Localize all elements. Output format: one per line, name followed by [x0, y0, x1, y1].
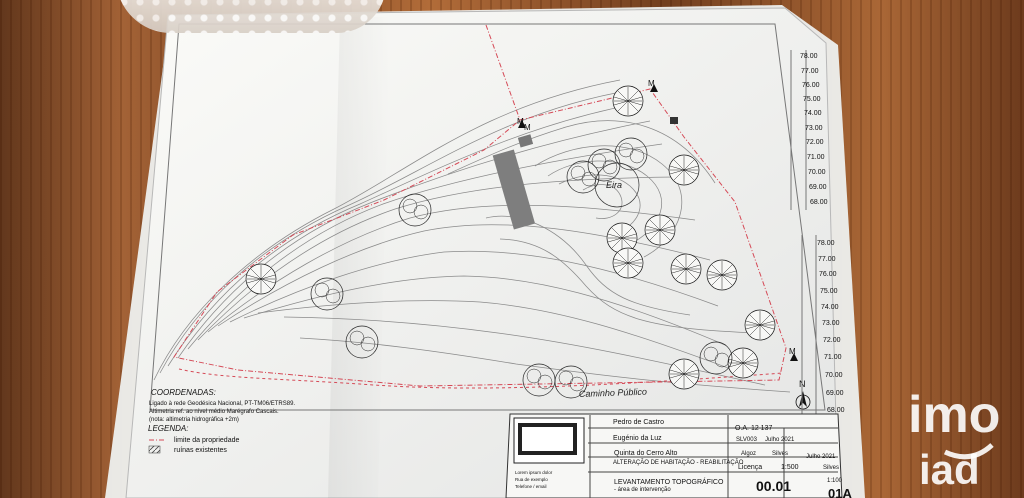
svg-text:COORDENADAS:: COORDENADAS:	[151, 388, 216, 397]
svg-text:- área de intervenção: - área de intervenção	[614, 487, 671, 493]
svg-text:LEGENDA:: LEGENDA:	[148, 424, 188, 433]
svg-text:Silves: Silves	[823, 465, 839, 471]
svg-text:68.00: 68.00	[827, 407, 845, 414]
svg-text:Quinta do Cerro Alto: Quinta do Cerro Alto	[614, 450, 678, 457]
svg-text:Licença: Licença	[738, 464, 762, 471]
marker-label: M	[524, 123, 531, 132]
paper-fold	[328, 17, 390, 498]
property-boundary	[173, 24, 787, 389]
svg-text:78.00: 78.00	[800, 53, 818, 60]
drawing-labels: Eira Caminho Público	[579, 180, 647, 399]
svg-text:76.00: 76.00	[819, 271, 837, 278]
title-block: Lorem ipsum dolor Rua de exemplo Telefon…	[505, 413, 852, 498]
svg-text:73.00: 73.00	[805, 125, 823, 132]
svg-text:LEVANTAMENTO TOPOGRÁFICO: LEVANTAMENTO TOPOGRÁFICO	[614, 477, 724, 486]
svg-text:70.00: 70.00	[825, 372, 843, 379]
svg-text:01A: 01A	[828, 486, 852, 498]
marker-label: M	[648, 79, 655, 88]
svg-text:73.00: 73.00	[822, 320, 840, 327]
drawing-frame	[149, 23, 826, 411]
lace-doily	[116, 0, 386, 33]
survey-markers: M M M M	[517, 79, 798, 361]
watermark-logo: imo iad	[908, 378, 1008, 493]
existing-ruins	[492, 117, 678, 230]
svg-text:O.A. 12 137: O.A. 12 137	[735, 425, 772, 432]
svg-text:1:500: 1:500	[781, 464, 799, 471]
svg-text:Eugénio da Luz: Eugénio da Luz	[613, 435, 662, 442]
svg-text:71.00: 71.00	[824, 354, 842, 361]
svg-text:74.00: 74.00	[804, 110, 822, 117]
svg-text:Silves: Silves	[772, 451, 788, 457]
right-elevation-scales: 78.00 77.00 76.00 75.00 74.00 73.00 72.0…	[790, 50, 845, 415]
svg-text:71.00: 71.00	[807, 154, 825, 161]
svg-text:68.00: 68.00	[810, 199, 828, 206]
svg-text:72.00: 72.00	[823, 337, 841, 344]
eira-label: Eira	[606, 180, 622, 190]
svg-text:Pedro de Castro: Pedro de Castro	[613, 419, 664, 426]
svg-text:76.00: 76.00	[802, 82, 820, 89]
svg-text:75.00: 75.00	[803, 96, 821, 103]
svg-text:78.00: 78.00	[817, 240, 835, 247]
svg-text:Julho 2021: Julho 2021	[765, 437, 795, 443]
svg-text:Altimetria ref. ao nível médio: Altimetria ref. ao nível médio Marégrafo…	[149, 409, 279, 415]
svg-text:70.00: 70.00	[808, 169, 826, 176]
svg-text:69.00: 69.00	[809, 184, 827, 191]
svg-text:SLV003: SLV003	[736, 437, 758, 443]
svg-text:1:100: 1:100	[827, 478, 843, 484]
coordinates-note: COORDENADAS: Ligado à rede Geodésica Nac…	[149, 388, 295, 423]
trees-and-vegetation	[245, 85, 776, 399]
contour-lines	[153, 79, 791, 393]
svg-text:75.00: 75.00	[820, 288, 838, 295]
svg-text:Lorem ipsum dolor: Lorem ipsum dolor	[515, 470, 553, 475]
marker-label: M	[789, 347, 796, 356]
svg-text:imo: imo	[908, 386, 1000, 444]
svg-text:74.00: 74.00	[821, 304, 839, 311]
svg-text:00.01: 00.01	[756, 478, 791, 494]
svg-text:Rua de exemplo: Rua de exemplo	[515, 477, 548, 482]
svg-text:Ligado à rede Geodésica Nacion: Ligado à rede Geodésica Nacional, PT-TM0…	[149, 401, 295, 407]
svg-text:77.00: 77.00	[801, 68, 819, 75]
svg-text:69.00: 69.00	[826, 390, 844, 397]
svg-text:ruínas existentes: ruínas existentes	[174, 447, 227, 454]
svg-text:Julho 2021: Julho 2021	[806, 454, 836, 460]
svg-text:Telefone / email: Telefone / email	[515, 484, 547, 489]
svg-text:72.00: 72.00	[806, 139, 824, 146]
survey-paper	[125, 7, 839, 498]
marker-label: M	[517, 117, 524, 126]
svg-text:limite da propriedade: limite da propriedade	[174, 437, 239, 444]
iad-logo-icon: imo iad	[908, 386, 1000, 493]
legend: LEGENDA: limite da propriedade ruínas ex…	[148, 424, 239, 454]
svg-text:Algoz: Algoz	[741, 451, 756, 457]
svg-text:(nota: altimetria hidrográfica: (nota: altimetria hidrográfica +2m)	[149, 417, 239, 423]
svg-text:77.00: 77.00	[818, 256, 836, 263]
svg-text:ALTERAÇÃO DE HABITAÇÃO - REABI: ALTERAÇÃO DE HABITAÇÃO - REABILITAÇÃO	[613, 459, 744, 466]
road-label: Caminho Público	[579, 387, 647, 399]
